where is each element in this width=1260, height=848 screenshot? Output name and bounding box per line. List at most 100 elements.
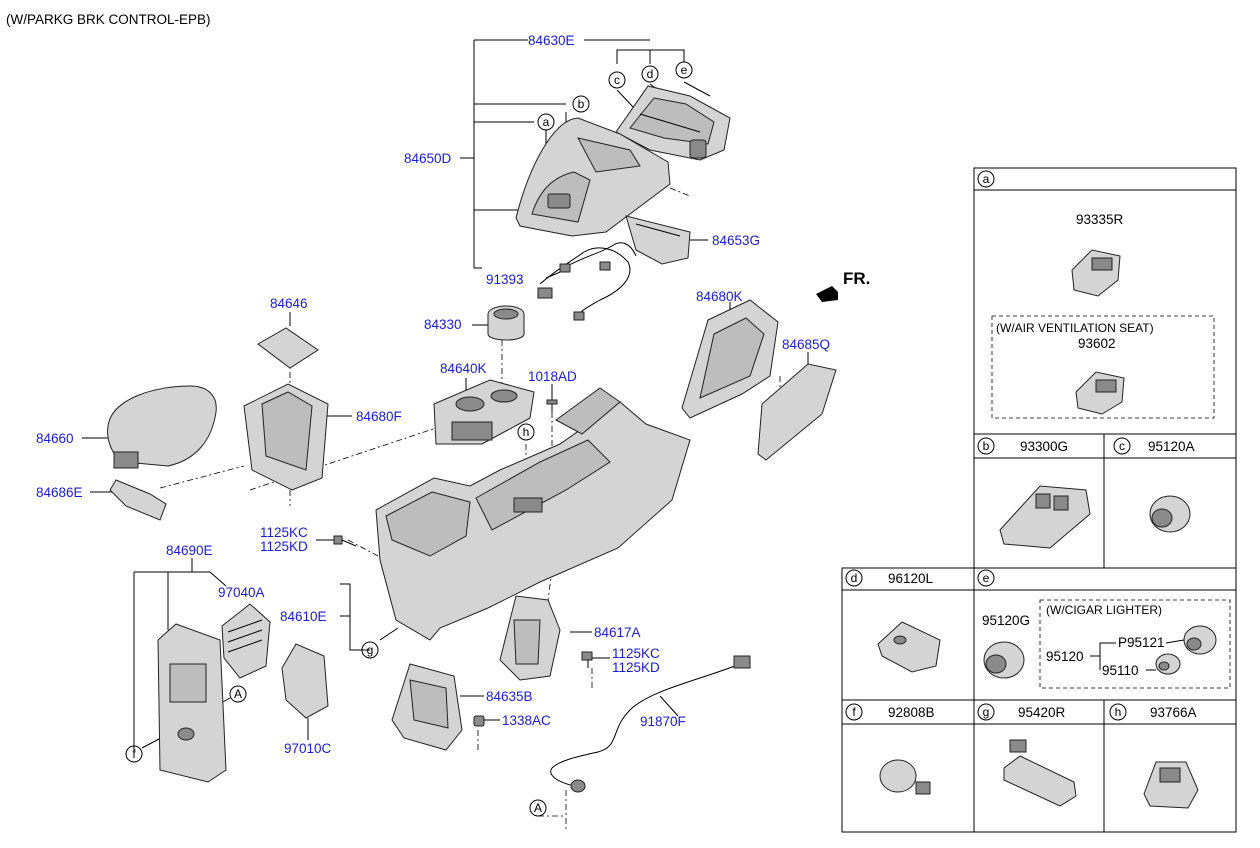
reference-markers: a b c d e h g f A A xyxy=(125,61,693,817)
callout-84690E: 84690E xyxy=(166,543,213,558)
armrest-frame-part xyxy=(243,383,329,491)
legend-letter-b: b xyxy=(983,439,990,453)
legend-cell-f: f 92808B xyxy=(845,703,935,795)
legend-part-95420R: 95420R xyxy=(1018,705,1066,720)
cup-holder-part xyxy=(487,305,525,341)
callout-84680F: 84680F xyxy=(356,409,402,424)
callout-84660: 84660 xyxy=(36,431,74,446)
main-console-body xyxy=(375,387,691,641)
usb-jack-icon-93766a xyxy=(1143,761,1199,809)
switch-icon-93335r xyxy=(1071,249,1121,297)
power-outlet-icon-95120g xyxy=(983,641,1025,679)
marker-A-cable: A xyxy=(529,799,547,817)
wiring-harness-part xyxy=(537,242,637,321)
legend-letter-f: f xyxy=(852,705,856,719)
switch-panel-icon-93300g xyxy=(999,485,1091,549)
legend-part-95110: 95110 xyxy=(1102,663,1139,678)
callout-84680K: 84680K xyxy=(696,289,743,304)
lamp-icon-92808b xyxy=(879,759,931,795)
svg-text:e: e xyxy=(681,63,688,77)
callout-1018AD: 1018AD xyxy=(528,369,577,384)
svg-text:g: g xyxy=(367,643,374,657)
legend-cell-c: c 95120A xyxy=(1113,437,1195,533)
legend-letter-d: d xyxy=(851,571,858,585)
nut-1338ac xyxy=(473,715,485,727)
console-mat-part xyxy=(257,327,319,369)
marker-b: b xyxy=(572,95,590,113)
lighter-socket-icon xyxy=(1183,625,1217,655)
armrest-lid-part xyxy=(107,385,217,469)
callout-84686E: 84686E xyxy=(36,485,83,500)
aux-jack-icon-96120l xyxy=(877,621,941,673)
shift-cover-panel xyxy=(515,117,671,237)
front-direction-label: FR. xyxy=(843,269,870,288)
upper-tray-assembly xyxy=(615,85,731,161)
callout-97010C: 97010C xyxy=(284,741,332,756)
callout-84646: 84646 xyxy=(270,296,308,311)
svg-text:f: f xyxy=(132,747,136,761)
legend-part-93335R: 93335R xyxy=(1076,212,1124,227)
legend-note-cigar-lighter: (W/CIGAR LIGHTER) xyxy=(1046,603,1162,617)
air-duct-part xyxy=(281,643,329,719)
callout-84330: 84330 xyxy=(424,317,462,332)
legend-letter-g: g xyxy=(983,705,990,719)
callout-84630E: 84630E xyxy=(528,33,575,48)
callout-84685Q: 84685Q xyxy=(782,337,830,352)
power-outlet-icon-95120a xyxy=(1149,495,1191,533)
legend-letter-c: c xyxy=(1119,439,1125,453)
legend-table xyxy=(841,167,1237,833)
legend-part-96120L: 96120L xyxy=(888,571,934,586)
legend-cell-b: b 93300G xyxy=(977,437,1091,549)
switch-icon-93602 xyxy=(1075,371,1125,415)
bolt-right xyxy=(581,651,593,668)
legend-cell-a: a 93335R (W/AIR VENTILATION SEAT) 93602 xyxy=(977,170,1154,415)
extension-cable-part xyxy=(550,655,751,793)
svg-text:A: A xyxy=(234,687,242,701)
bolt-left xyxy=(333,535,357,547)
svg-text:c: c xyxy=(614,73,620,87)
legend-part-92808B: 92808B xyxy=(888,705,935,720)
legend-letter-e: e xyxy=(983,571,990,585)
armrest-bracket-part xyxy=(109,479,167,521)
callout-84653G: 84653G xyxy=(712,233,760,248)
legend-part-93300G: 93300G xyxy=(1020,439,1068,454)
callout-84635B: 84635B xyxy=(486,689,533,704)
legend-cell-g: g 95420R xyxy=(977,703,1077,807)
front-direction-arrow: FR. xyxy=(816,269,870,302)
svg-text:A: A xyxy=(534,801,542,815)
marker-c: c xyxy=(608,71,626,89)
callout-91870F: 91870F xyxy=(640,714,686,729)
side-panel-right xyxy=(681,299,779,419)
legend-note-air-vent: (W/AIR VENTILATION SEAT) xyxy=(996,321,1154,335)
callout-84640K: 84640K xyxy=(440,361,487,376)
callout-1125KD-left: 1125KD xyxy=(260,539,308,554)
callout-91393: 91393 xyxy=(486,272,524,287)
legend-part-P95121: P95121 xyxy=(1118,635,1165,650)
legend-part-93766A: 93766A xyxy=(1150,705,1197,720)
callout-84610E: 84610E xyxy=(280,609,327,624)
legend-part-95120A: 95120A xyxy=(1148,439,1195,454)
callout-1338AC: 1338AC xyxy=(502,713,551,728)
legend-letter-h: h xyxy=(1115,705,1122,719)
antenna-icon-95420r xyxy=(1003,739,1077,807)
svg-text:b: b xyxy=(578,97,585,111)
legend-part-95120G: 95120G xyxy=(982,613,1030,628)
callout-84617A: 84617A xyxy=(594,625,641,640)
svg-text:d: d xyxy=(647,67,654,81)
legend-part-95120: 95120 xyxy=(1046,649,1084,664)
callout-1125KC-left: 1125KC xyxy=(260,525,308,540)
legend-part-93602: 93602 xyxy=(1078,336,1116,351)
svg-text:a: a xyxy=(543,115,550,129)
marker-a: a xyxy=(537,113,555,131)
cup-holder-frame xyxy=(433,379,535,445)
callout-97040A: 97040A xyxy=(218,585,265,600)
side-cover-right xyxy=(757,363,837,461)
storage-box-part xyxy=(625,215,691,265)
marker-f: f xyxy=(125,745,143,763)
console-bracket-rear xyxy=(499,595,561,681)
marker-d: d xyxy=(641,65,659,83)
marker-e: e xyxy=(675,61,693,79)
diagram-note: (W/PARKG BRK CONTROL-EPB) xyxy=(6,12,211,27)
callout-1125KC-right: 1125KC xyxy=(612,646,660,661)
